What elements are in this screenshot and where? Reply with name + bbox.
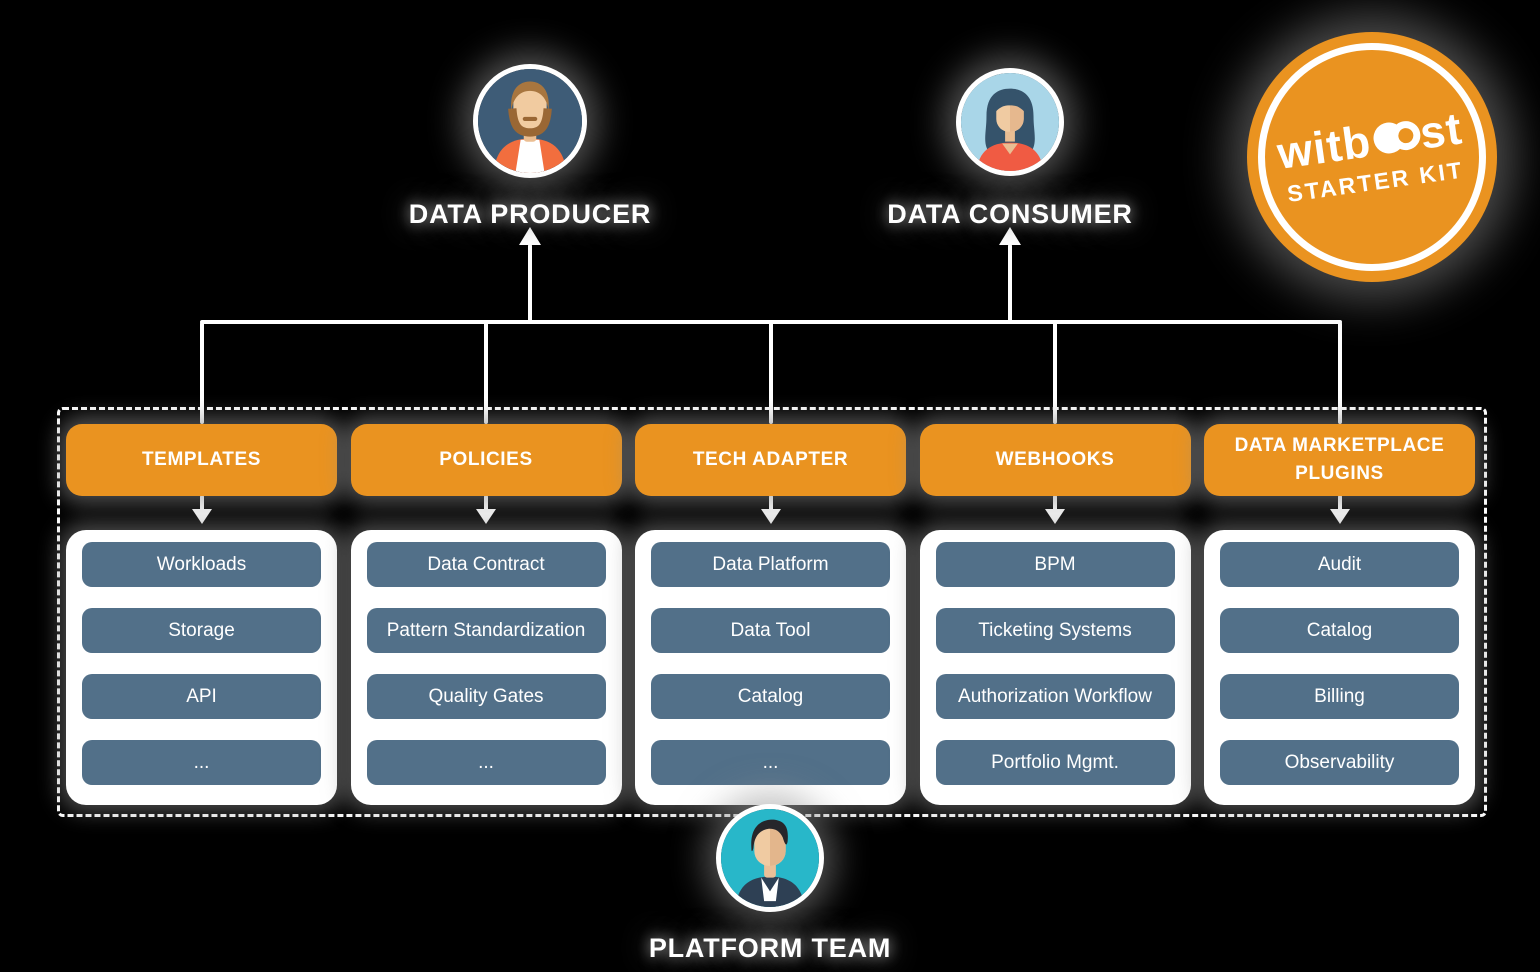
column-header-templates: TEMPLATES — [66, 424, 337, 496]
capability-pill: ... — [82, 740, 321, 785]
capability-pill: BPM — [935, 542, 1175, 587]
connector-drop-4 — [1337, 322, 1342, 424]
capability-pill: Storage — [82, 608, 321, 653]
witboost-starter-kit-badge: witb st STARTER KIT — [1247, 32, 1497, 282]
capability-pill: Observability — [1220, 740, 1459, 785]
capability-pill: Quality Gates — [366, 674, 606, 719]
platform-team-avatar-illustration — [721, 809, 819, 907]
capability-pill: Ticketing Systems — [935, 608, 1175, 653]
connector-drop-0 — [199, 322, 204, 424]
connector-header-card-0 — [199, 495, 204, 511]
platform-team-label: PLATFORM TEAM — [648, 933, 892, 963]
capability-pill: Authorization Workflow — [935, 674, 1175, 719]
column-header-policies: POLICIES — [350, 424, 622, 496]
consumer-avatar-illustration — [961, 73, 1059, 171]
column-header-webhooks: WEBHOOKS — [919, 424, 1191, 496]
consumer-label: DATA CONSUMER — [887, 199, 1133, 229]
arrowhead-into-card-1 — [476, 509, 496, 524]
capability-pill: Data Contract — [366, 542, 606, 587]
witboost-logo-start: witb — [1274, 115, 1375, 179]
producer-avatar-illustration — [478, 69, 582, 173]
connector-up-1 — [1008, 244, 1012, 322]
capability-pill: Data Tool — [651, 608, 890, 653]
connector-drop-2 — [768, 322, 773, 424]
arrowhead-into-card-0 — [191, 509, 212, 524]
connector-header-card-1 — [484, 495, 488, 511]
connector-drop-3 — [1053, 322, 1057, 424]
witboost-logo-end: st — [1416, 102, 1466, 159]
producer-avatar — [473, 64, 587, 178]
column-header-tech-adapter: TECH ADAPTER — [635, 424, 906, 496]
arrowhead-to-actor-0 — [519, 227, 541, 245]
capability-pill: Catalog — [651, 674, 890, 719]
capability-pill: API — [82, 674, 321, 719]
capability-pill: ... — [651, 740, 890, 785]
capability-pill: ... — [366, 740, 606, 785]
arrowhead-to-actor-1 — [999, 227, 1021, 245]
arrowhead-into-card-2 — [760, 509, 781, 524]
capability-pill: Catalog — [1220, 608, 1459, 653]
connector-up-0 — [528, 244, 532, 322]
arrowhead-into-card-3 — [1045, 509, 1065, 524]
badge-content: witb st STARTER KIT — [1231, 16, 1513, 298]
connector-header-card-3 — [1053, 495, 1057, 511]
capability-pill: Billing — [1220, 674, 1459, 719]
column-header-data-marketplace-plugins: DATA MARKETPLACE PLUGINS — [1204, 424, 1475, 496]
arrowhead-into-card-4 — [1329, 509, 1350, 524]
connector-header-card-4 — [1337, 495, 1342, 511]
capability-pill: Data Platform — [651, 542, 890, 587]
badge-ring — [1258, 43, 1486, 271]
capability-pill: Pattern Standardization — [366, 608, 606, 653]
platform-team-avatar — [716, 804, 824, 912]
consumer-avatar — [956, 68, 1064, 176]
producer-label: DATA PRODUCER — [408, 199, 652, 229]
connector-drop-1 — [484, 322, 488, 424]
capability-pill: Workloads — [82, 542, 321, 587]
connector-header-card-2 — [768, 495, 773, 511]
capability-pill: Audit — [1220, 542, 1459, 587]
capability-pill: Portfolio Mgmt. — [935, 740, 1175, 785]
